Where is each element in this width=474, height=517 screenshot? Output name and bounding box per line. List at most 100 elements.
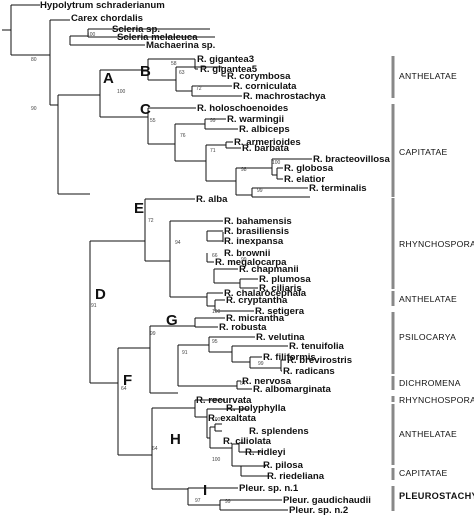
taxon-label: R. ciliolata [223,436,272,447]
support-value: 72 [196,86,202,92]
taxon-label: Pleur. gaudichaudii [283,495,371,506]
taxon-label: R. pilosa [263,460,304,471]
section-label-capitatae: CAPITATAE [399,468,448,478]
clade-labels: A B C D E F G H I [95,63,207,499]
taxon-label: R. megalocarpa [215,257,287,268]
taxon-label: R. chalarocephala [224,288,307,299]
taxon-label: R. plumosa [259,274,311,285]
clade-label-c: C [140,101,151,118]
taxon-label: R. ridleyi [245,447,286,458]
taxon-label: R. setigera [255,306,305,317]
taxon-label: Scleria melaleuca [117,32,198,43]
support-value: 91 [182,350,188,356]
support-value: 55 [150,118,156,124]
support-value: 94 [175,240,181,246]
taxon-label: R. alba [196,194,228,205]
taxon-label: R. albomarginata [253,384,331,395]
support-value: 100 [212,417,221,423]
taxon-label: R. splendens [249,426,309,437]
taxon-label: R. inexpansa [224,236,284,247]
support-value: 100 [272,160,281,166]
taxon-label: Machaerina sp. [146,40,215,51]
clade-label-f: F [123,372,132,389]
section-label-anthelatae: ANTHELATAE [399,71,457,81]
taxon-label: R. corniculata [233,81,297,92]
section-label-rhynchospora: RHYNCHOSPORA [399,239,474,249]
taxon-label: R. recurvata [196,395,252,406]
taxon-labels: Hypolytrum schraderianum Carex chordalis… [40,0,390,516]
clade-label-d: D [95,286,106,303]
taxon-label: R. cryptantha [226,295,288,306]
taxon-label: R. brasiliensis [224,226,289,237]
support-value: 99 [210,118,216,124]
clade-label-i: I [203,482,207,499]
taxon-label: R. filiformis [263,352,316,363]
support-value: 64 [240,381,246,387]
support-value: 66 [212,253,218,259]
clade-label-g: G [166,312,178,329]
clade-label-e: E [134,200,144,217]
taxon-label: R. terminalis [309,183,367,194]
support-value: 64 [121,386,127,392]
support-value: 64 [152,446,158,452]
support-value: 99 [150,331,156,337]
tree-branches [2,4,312,511]
taxon-label: R. gigantea3 [197,54,254,65]
taxon-label: R. tenuifolia [289,341,345,352]
support-value: 97 [212,398,218,404]
taxon-label: R. riedeliana [267,471,325,482]
support-value: 100 [212,457,221,463]
taxon-label: R. warmingii [227,114,284,125]
taxon-label: Hypolytrum schraderianum [40,0,165,11]
taxon-label: R. bahamensis [224,216,292,227]
support-value: 95 [212,339,218,345]
support-value: 72 [148,218,154,224]
taxon-label: R. corymbosa [227,71,291,82]
support-value: 71 [210,148,216,154]
section-label-capitatae: CAPITATAE [399,147,448,157]
support-value: 98 [241,167,247,173]
section-label-pleurostachys: PLEUROSTACHYS [399,491,474,501]
support-value: 100 [87,32,96,38]
section-label-dichromena: DICHROMENA [399,378,461,388]
taxon-label: R. velutina [256,332,305,343]
section-label-anthelatae: ANTHELATAE [399,294,457,304]
clade-label-b: B [140,63,151,80]
support-value: 80 [31,57,37,63]
section-label-rhynchospora: RHYNCHOSPORA [399,395,474,405]
taxon-label: Pleur. sp. n.1 [239,483,299,494]
support-value: 91 [91,303,97,309]
taxon-label: Scleria sp. [112,24,160,35]
taxon-label: R. barbata [242,143,290,154]
taxon-label: R. machrostachya [243,91,326,102]
taxon-label: R. bracteovillosa [313,154,390,165]
support-value: 90 [31,106,37,112]
taxon-label: R. ciliaris [259,283,302,294]
taxon-label: R. exaltata [208,413,257,424]
support-value: 58 [171,61,177,67]
taxon-label: R. chapmanii [239,264,299,275]
support-value: 63 [179,70,185,76]
section-labels: ANTHELATAE CAPITATAE RHYNCHOSPORA ANTHEL… [399,71,474,501]
taxon-label: R. holoschoenoides [197,103,288,114]
taxon-label: R. brownii [224,248,270,259]
support-value: 100 [117,89,126,95]
taxon-label: R. albiceps [239,124,290,135]
support-value: 99 [241,257,247,263]
support-value: 76 [180,133,186,139]
support-values: 100 80 90 100 58 63 72 55 76 99 71 98 10… [31,32,281,505]
taxon-label: R. robusta [219,322,267,333]
support-value: 99 [258,361,264,367]
taxon-label: R. polyphylla [226,403,286,414]
clade-label-h: H [170,431,181,448]
taxon-label: Pleur. sp. n.2 [289,505,348,516]
taxon-label: R. elatior [284,174,325,185]
taxon-label: Carex chordalis [71,13,143,24]
taxon-label: R. nervosa [242,376,292,387]
taxon-label: R. armerioides [234,137,301,148]
clade-label-a: A [103,70,114,87]
taxon-label: R. micrantha [226,313,285,324]
section-label-psilocarya: PSILOCARYA [399,332,456,342]
section-label-anthelatae: ANTHELATAE [399,429,457,439]
